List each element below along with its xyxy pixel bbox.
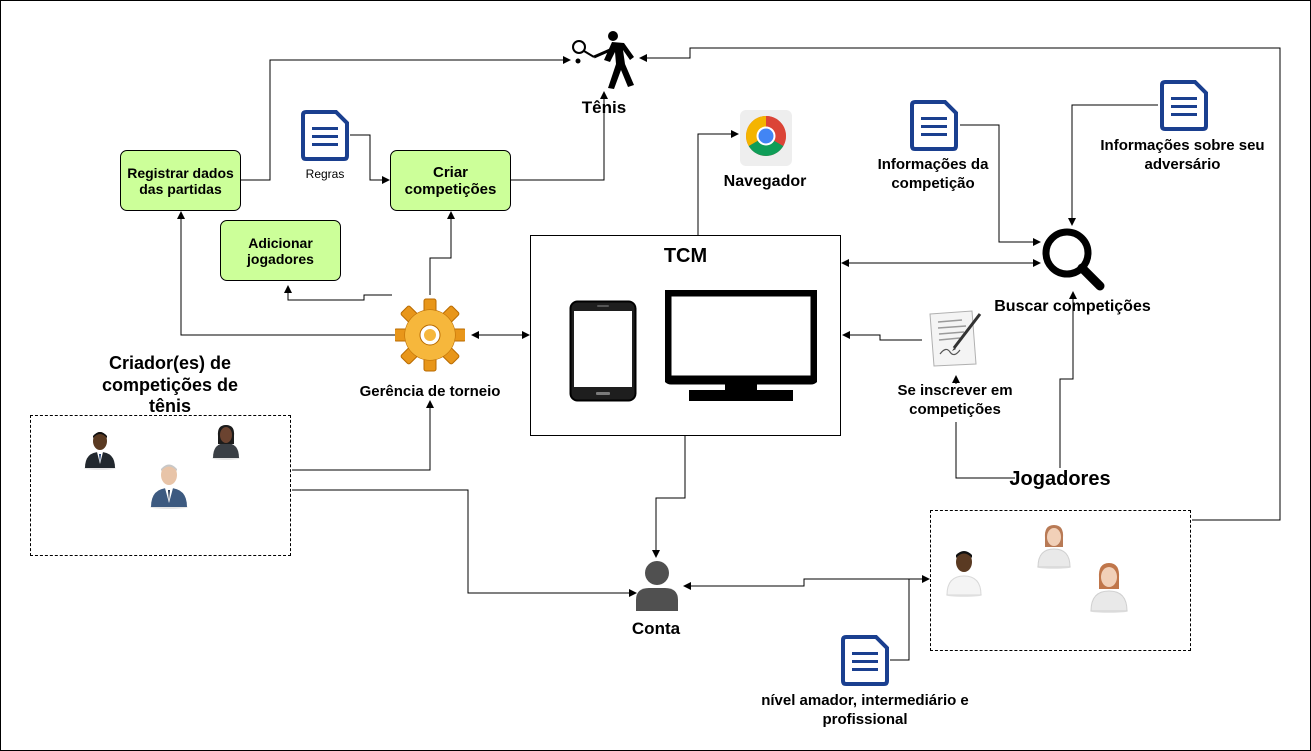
document-icon (301, 110, 349, 161)
register-matches-label: Registrar dados das partidas (127, 164, 234, 197)
businesswoman-avatar-icon (212, 425, 240, 460)
signed-form-icon (929, 310, 982, 367)
rules-label: Regras (305, 167, 345, 181)
management-label: Gerência de torneio (359, 383, 501, 400)
tennis-player-icon (572, 31, 634, 89)
edge-management-add (284, 285, 392, 301)
creators-group (30, 415, 291, 556)
search-competitions-label: Buscar competições (994, 298, 1151, 315)
create-competitions-label: Criar competições (404, 163, 497, 198)
tcm-label: TCM (663, 245, 708, 267)
monitor-icon (665, 290, 817, 401)
edge-players-tennis (639, 47, 1281, 521)
edge-tcm-browser (697, 130, 739, 235)
edge-creators-account (292, 489, 637, 597)
businessman-avatar-icon (84, 432, 116, 470)
creators-label: Criador(es) de competições de tênis (101, 353, 239, 417)
user-icon (636, 561, 678, 611)
levels-label: nível amador, intermediário e profission… (761, 692, 969, 728)
tcm-system-box: TCM (530, 235, 841, 436)
edge-opponent-search (1068, 104, 1158, 226)
document-icon (910, 100, 958, 151)
player-avatar-icon (1090, 563, 1128, 613)
account-label: Conta (631, 619, 681, 638)
edge-create-tennis (511, 91, 608, 181)
edge-players-search (1059, 291, 1077, 468)
edge-tcm-account (652, 436, 686, 558)
edge-rules-create (350, 134, 390, 184)
edge-compinfo-search (960, 124, 1041, 246)
tennis-label: Tênis (581, 98, 627, 117)
opponent-info-label: Informações sobre seu adversário (1100, 137, 1265, 173)
smartphone-icon (569, 300, 637, 402)
add-players-label: Adicionar jogadores (247, 234, 314, 267)
edge-management-register (177, 211, 396, 336)
browser-label: Navegador (723, 173, 807, 190)
edge-levels-link (890, 579, 910, 661)
edge-management-create (429, 211, 455, 295)
chrome-browser-icon (740, 110, 792, 166)
document-icon (841, 635, 889, 686)
magnifier-icon[interactable] (1040, 226, 1106, 292)
create-competitions-box[interactable]: Criar competições (390, 150, 511, 211)
edge-register-tennis (241, 56, 571, 181)
gear-icon (395, 298, 465, 372)
player-avatar-icon (946, 551, 982, 597)
enroll-label: Se inscrever em competições (897, 382, 1013, 418)
player-avatar-icon (1037, 525, 1071, 569)
document-icon (1160, 80, 1208, 131)
register-matches-box[interactable]: Registrar dados das partidas (120, 150, 241, 211)
edge-account-players (683, 575, 930, 590)
edge-creators-management (292, 400, 434, 471)
edge-enroll-tcm (842, 331, 922, 341)
players-label: Jogadores (1009, 468, 1111, 490)
players-group (930, 510, 1191, 651)
competition-info-label: Informações da competição (877, 156, 989, 192)
edge-players-enroll (955, 422, 1015, 479)
add-players-box[interactable]: Adicionar jogadores (220, 220, 341, 281)
businessman-avatar-icon (150, 464, 188, 509)
